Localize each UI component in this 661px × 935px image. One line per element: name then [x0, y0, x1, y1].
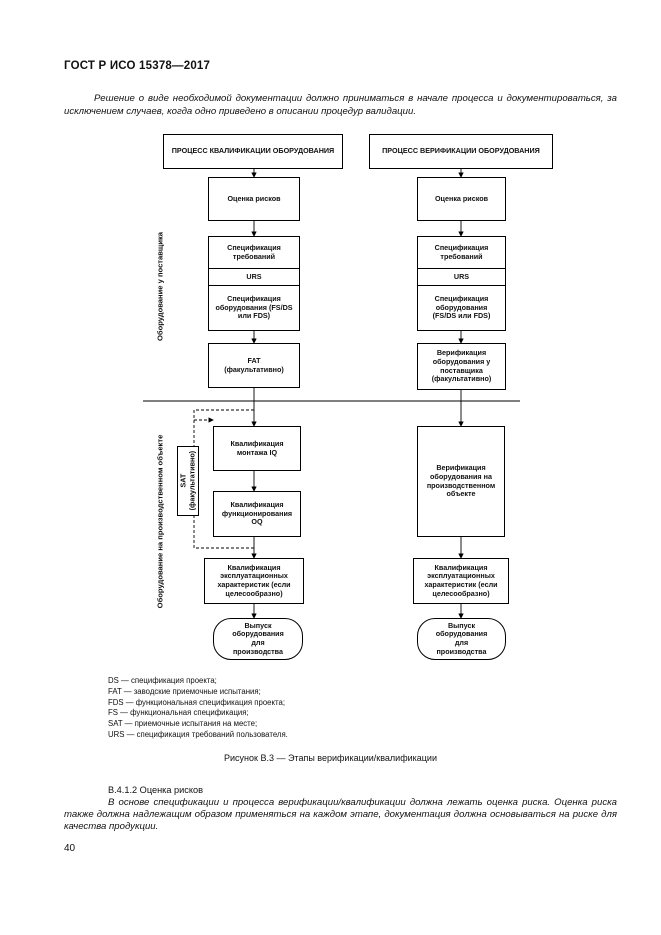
left-req-spec: Спецификация требований [209, 237, 299, 269]
right-risk-box: Оценка рисков [417, 177, 506, 221]
left-equip-spec-label: Спецификация оборудования (FS/DS или FDS… [215, 294, 293, 321]
left-iq-label: Квалификация монтажа IQ [230, 438, 284, 457]
legend: DS — спецификация проекта; FAT — заводск… [108, 676, 288, 741]
left-equip-spec: Спецификация оборудования (FS/DS или FDS… [209, 286, 299, 330]
right-release-label: Выпуск оборудования для производства [435, 620, 488, 656]
legend-item: DS — спецификация проекта; [108, 676, 217, 685]
left-pq-label: Квалификация эксплуатационных характерис… [217, 562, 291, 598]
legend-item: SAT — приемочные испытания на месте; [108, 719, 258, 729]
right-title-box: ПРОЦЕСС ВЕРИФИКАЦИИ ОБОРУДОВАНИЯ [369, 134, 553, 169]
right-supplier-verif-box: Верификация оборудования у поставщика (ф… [417, 343, 506, 390]
right-title: ПРОЦЕСС ВЕРИФИКАЦИИ ОБОРУДОВАНИЯ [382, 146, 540, 156]
left-req-spec-label: Спецификация требований [227, 242, 281, 261]
legend-item: FS — функциональная спецификация; [108, 708, 249, 718]
left-fat-box: FAT (факультативно) [208, 343, 300, 388]
right-pq-label: Квалификация эксплуатационных характерис… [424, 562, 498, 598]
left-iq-box: Квалификация монтажа IQ [213, 426, 301, 471]
section-body: В основе спецификации и процесса верифик… [64, 797, 617, 833]
right-site-verif-box: Верификация оборудования на производстве… [417, 426, 505, 537]
left-risk-box: Оценка рисков [208, 177, 300, 221]
right-req-spec: Спецификация требований [418, 237, 505, 269]
section-heading: В.4.1.2 Оценка рисков [108, 785, 203, 795]
page-number: 40 [64, 843, 76, 854]
legend-item: FAT — заводские приемочные испытания; [108, 686, 261, 696]
left-release-box: Выпуск оборудования для производства [213, 618, 303, 660]
left-oq-label: Квалификация функционирования OQ [221, 500, 293, 527]
right-risk-label: Оценка рисков [434, 193, 489, 203]
side-label-site: Оборудование на производственном объекте [155, 434, 165, 609]
left-risk-label: Оценка рисков [227, 193, 281, 203]
right-spec-group: Спецификация требований URS Спецификация… [417, 236, 506, 331]
left-oq-box: Квалификация функционирования OQ [213, 491, 301, 537]
section-text: В основе спецификации и процесса верифик… [64, 797, 617, 832]
left-release-label: Выпуск оборудования для производства [232, 620, 284, 656]
right-equip-spec-label: Спецификация оборудования (FS/DS или FDS… [432, 294, 491, 321]
legend-item: FDS — функциональная спецификация проект… [108, 697, 285, 707]
left-urs-label: URS [246, 271, 262, 281]
document-header: ГОСТ Р ИСО 15378—2017 [64, 60, 211, 72]
left-title: ПРОЦЕСС КВАЛИФИКАЦИИ ОБОРУДОВАНИЯ [171, 146, 335, 156]
sat-label: SAT (факультативно) [178, 451, 196, 511]
intro-text: Решение о виде необходимой документации … [64, 93, 617, 117]
figure-caption: Рисунок В.3 — Этапы верификации/квалифик… [224, 753, 437, 763]
legend-item: URS — спецификация требований пользовате… [108, 729, 288, 739]
right-release-box: Выпуск оборудования для производства [417, 618, 506, 660]
right-urs: URS [418, 269, 505, 286]
left-spec-group: Спецификация требований URS Спецификация… [208, 236, 300, 331]
intro-paragraph: Решение о виде необходимой документации … [64, 92, 617, 118]
left-pq-box: Квалификация эксплуатационных характерис… [204, 558, 304, 604]
right-supplier-verif-label: Верификация оборудования у поставщика (ф… [431, 348, 492, 384]
right-req-spec-label: Спецификация требований [434, 242, 489, 261]
sat-box: SAT (факультативно) [177, 446, 199, 516]
left-title-box: ПРОЦЕСС КВАЛИФИКАЦИИ ОБОРУДОВАНИЯ [163, 134, 343, 169]
right-site-verif-label: Верификация оборудования на производстве… [426, 463, 496, 499]
right-equip-spec: Спецификация оборудования (FS/DS или FDS… [418, 286, 505, 330]
right-urs-label: URS [453, 271, 470, 281]
left-fat-label: FAT (факультативно) [224, 355, 284, 374]
right-pq-box: Квалификация эксплуатационных характерис… [413, 558, 509, 604]
left-urs: URS [209, 269, 299, 286]
side-label-supplier: Оборудование у поставщика [155, 231, 165, 342]
